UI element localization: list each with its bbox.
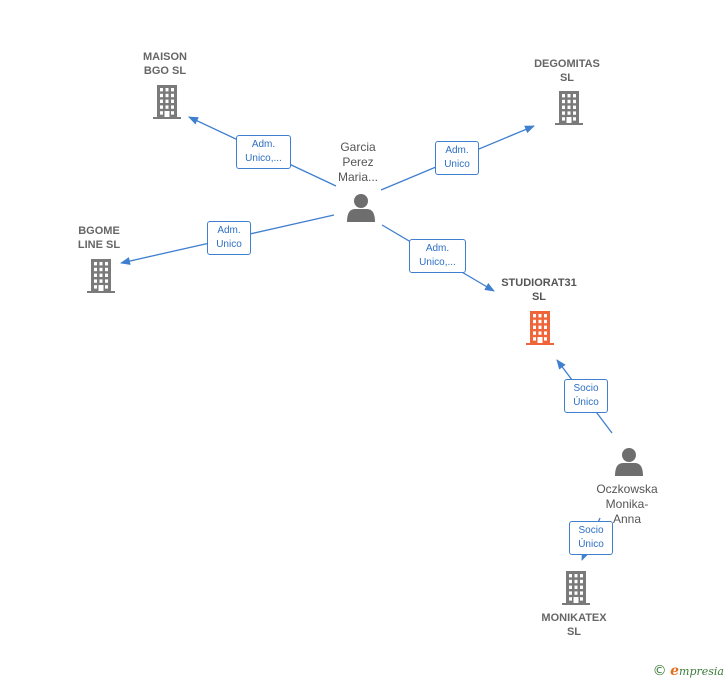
building-icon-studiorat[interactable] <box>526 311 554 345</box>
building-icon-degomitas[interactable] <box>555 91 583 125</box>
building-icon-bgome[interactable] <box>87 259 115 293</box>
node-label-maison[interactable]: MAISON BGO SL <box>143 51 187 77</box>
edge-label-oczkowska-to-monikatex[interactable]: Socio Único <box>569 521 613 555</box>
edge-label-garcia-to-degomitas[interactable]: Adm. Unico <box>435 141 479 175</box>
edge-label-garcia-to-bgome[interactable]: Adm. Unico <box>207 221 251 255</box>
node-label-studiorat[interactable]: STUDIORAT31 SL <box>501 277 577 303</box>
node-label-oczkowska[interactable]: Oczkowska Monika- Anna <box>596 482 658 526</box>
node-label-garcia[interactable]: Garcia Perez Maria... <box>337 140 378 184</box>
node-label-monikatex[interactable]: MONIKATEX SL <box>541 612 607 638</box>
node-label-bgome[interactable]: BGOME LINE SL <box>77 225 121 251</box>
edge-label-oczkowska-to-studiorat[interactable]: Socio Único <box>564 379 608 413</box>
brand-name: mpresia <box>679 665 724 678</box>
brand-initial: e <box>670 663 680 679</box>
building-icon-maison[interactable] <box>153 85 181 119</box>
edge-label-garcia-to-studiorat[interactable]: Adm. Unico,... <box>409 239 466 273</box>
person-icon-oczkowska[interactable] <box>615 448 643 476</box>
empresia-brand[interactable]: © empresia <box>653 663 724 679</box>
node-label-degomitas[interactable]: DEGOMITAS SL <box>534 58 600 84</box>
person-icon-garcia[interactable] <box>347 194 375 222</box>
edge-label-garcia-to-maison[interactable]: Adm. Unico,... <box>236 135 291 169</box>
building-icon-monikatex[interactable] <box>562 571 590 605</box>
copyright-icon: © <box>652 663 667 679</box>
